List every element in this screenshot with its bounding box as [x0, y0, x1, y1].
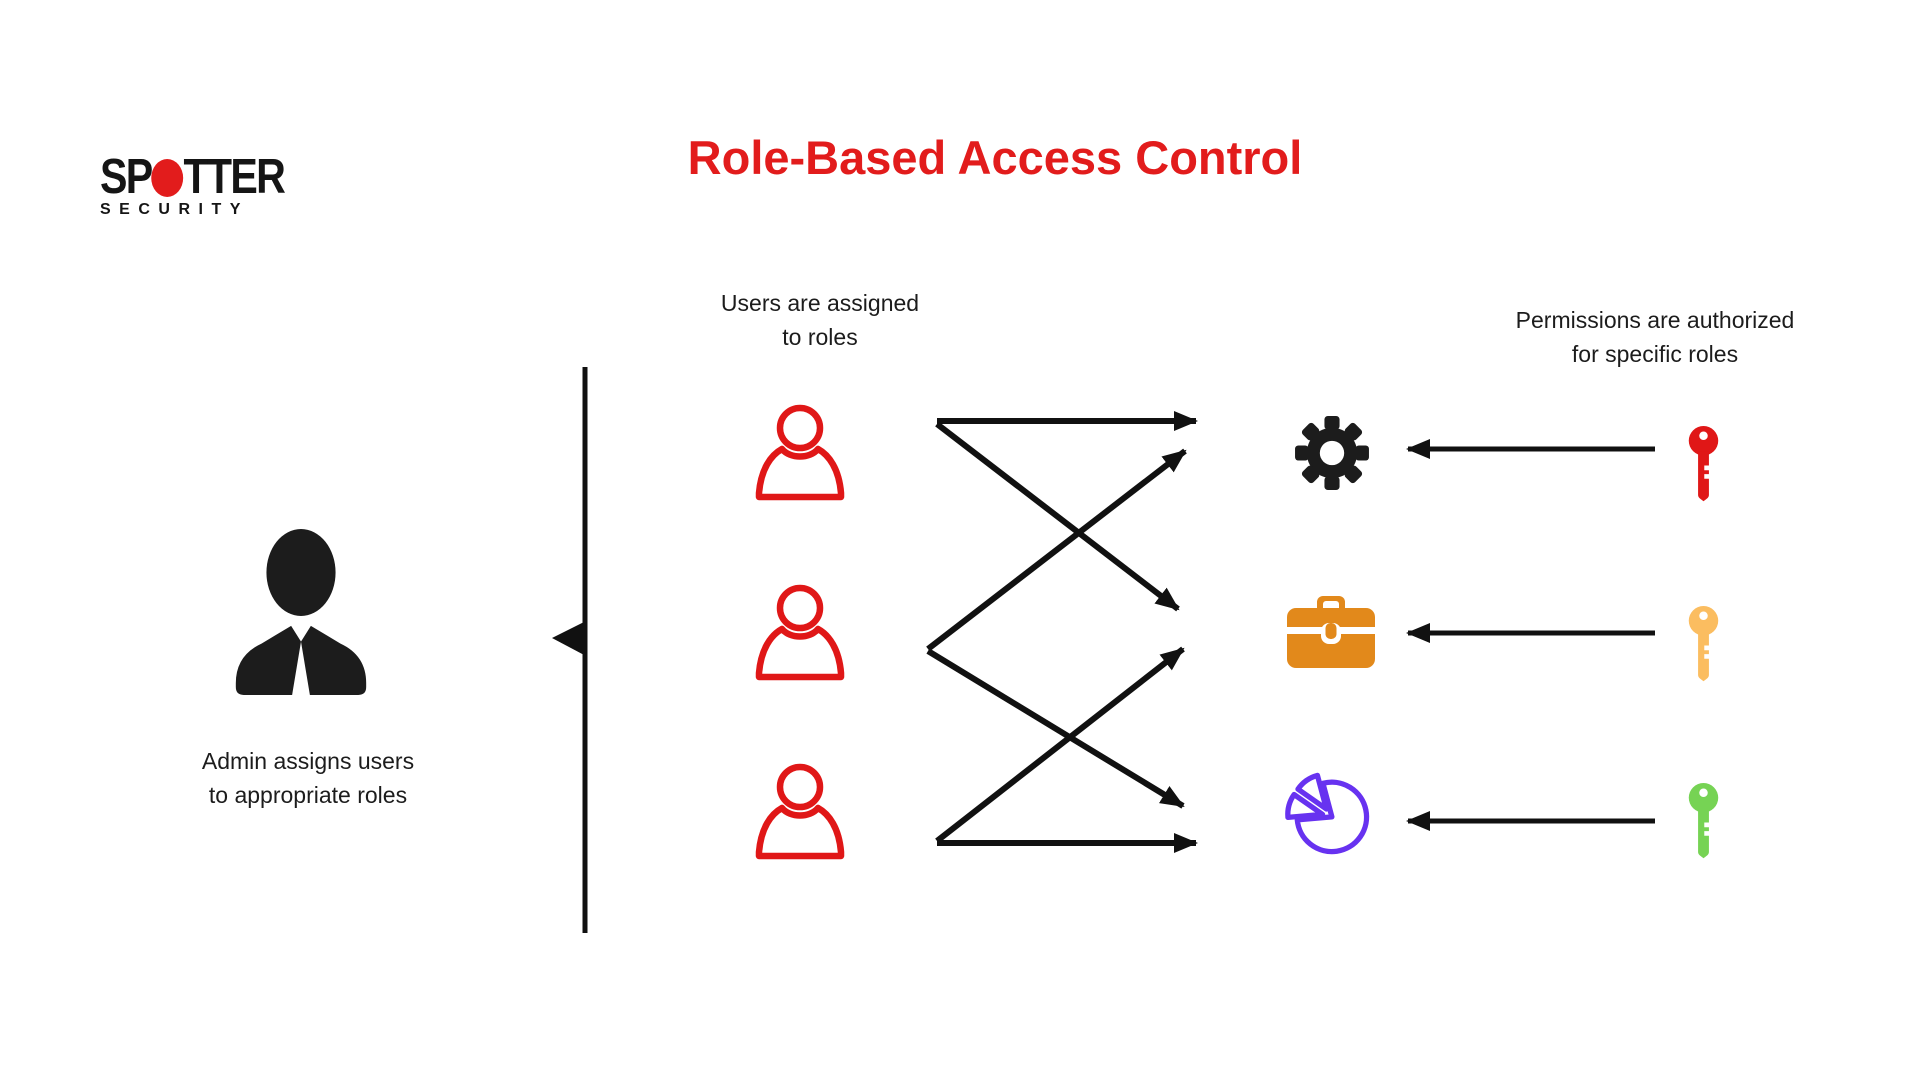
key-icon	[1688, 606, 1719, 682]
caption-users-line2: to roles	[782, 324, 858, 350]
assignment-arrow-user2-role3	[926, 648, 1185, 809]
caption-users-line1: Users are assigned	[720, 290, 920, 316]
brand-logo: SP TTER SECURITY	[100, 153, 319, 219]
key-icon	[1688, 783, 1719, 859]
caption-admin-line1: Admin assigns users	[201, 748, 415, 774]
admin-person-icon	[235, 529, 367, 695]
caption-permissions: Permissions are authorized for specific …	[1490, 303, 1820, 371]
page-title: Role-Based Access Control	[687, 131, 1303, 184]
brand-name: SP TTER	[100, 153, 286, 202]
assignment-arrow-user2-role1	[926, 448, 1187, 652]
user-icon	[755, 404, 845, 501]
assignment-arrow-user1-role2	[935, 421, 1180, 612]
admin-head	[266, 529, 336, 616]
caption-admin-line2: to appropriate roles	[208, 782, 408, 808]
gear-icon	[1295, 416, 1369, 490]
admin-tie	[292, 641, 310, 695]
caption-admin: Admin assigns users to appropriate roles	[150, 744, 466, 812]
caption-permissions-line2: for specific roles	[1571, 341, 1739, 367]
caption-permissions-line1: Permissions are authorized	[1515, 307, 1795, 333]
user-icon	[755, 763, 845, 860]
assignment-arrow-user3-role2	[935, 646, 1185, 844]
brand-subtitle: SECURITY	[100, 201, 249, 218]
brand-name-part1: SP	[100, 150, 153, 204]
user-icon	[755, 584, 845, 681]
briefcase-icon	[1287, 596, 1375, 668]
caption-users: Users are assigned to roles	[660, 286, 980, 354]
key-icon	[1688, 426, 1719, 502]
divider-left-triangle-icon	[552, 621, 586, 656]
brand-name-part2: TTER	[183, 150, 285, 204]
pie-chart-icon	[1285, 772, 1370, 855]
red-dot-icon	[151, 159, 184, 197]
